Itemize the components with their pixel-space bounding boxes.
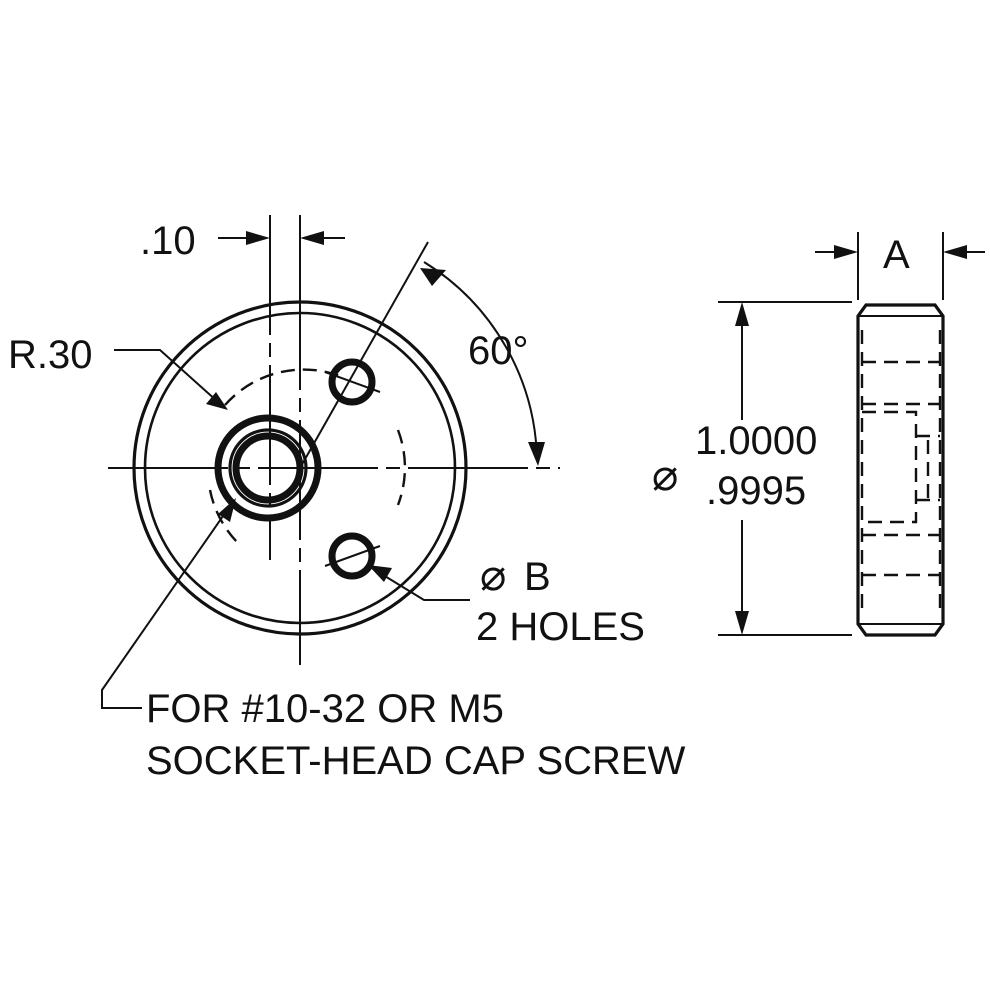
angle-ray [299,241,429,469]
angle-dimension-arc [423,261,538,461]
diameter-arrow-top [735,302,749,326]
hole-upper-tick [324,371,381,393]
hole-size-label: B [524,555,551,599]
angle-arrow-top [420,268,446,286]
hole-count-label: 2 HOLES [476,605,645,649]
side-outline [856,303,945,637]
offset-arrow-left [246,231,270,245]
front-view [101,215,560,709]
angle-arrow-bottom [528,442,545,466]
hidden-counterbore [862,410,918,524]
diameter-arrow-bottom [735,611,749,635]
note-line-2: SOCKET-HEAD CAP SCREW [146,739,686,783]
width-arrow-left [834,245,858,259]
hole-diameter-symbol: ⌀ [480,550,507,601]
width-label: A [883,233,910,277]
hole-lower [328,532,376,580]
note-leader [101,505,231,709]
diameter-symbol: ⌀ [652,450,679,501]
radius-leader [114,349,219,403]
hole-lower-tick [324,545,381,567]
diameter-upper-value: 1.0000 [695,419,817,463]
diameter-lower-value: .9995 [706,469,806,513]
offset-label: .10 [140,219,196,263]
bolt-circle-arc-right [396,429,407,506]
bolt-circle-arc-upper [224,368,346,406]
hole-arrow [368,565,392,582]
counterbore-outer [214,414,322,522]
hole-leader [374,569,470,601]
radius-label: R.30 [8,333,93,377]
width-arrow-right [943,245,967,259]
counterbore-inner [228,428,308,508]
note-line-1: FOR #10-32 OR M5 [146,687,504,731]
offset-arrow-right [300,231,324,245]
hole-upper [328,358,376,406]
radius-arrow [206,392,228,410]
angle-label: 60° [468,329,529,373]
note-arrow [218,498,236,522]
side-view [718,232,985,637]
